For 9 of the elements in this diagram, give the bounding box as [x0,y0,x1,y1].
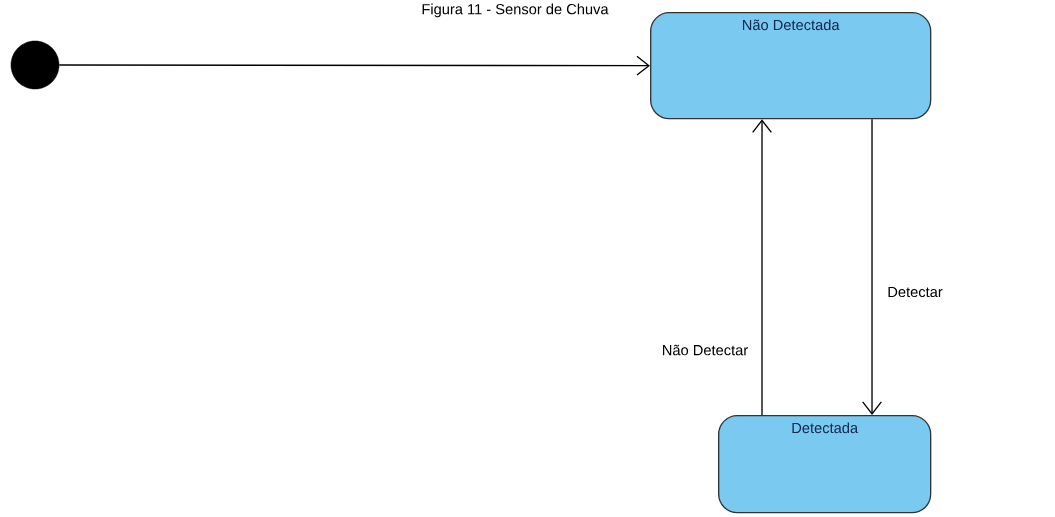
edge-label: Detectar [885,285,945,299]
transition-arrow [752,119,772,416]
edge-label: Não Detectar [660,343,750,357]
transition-arrow [58,55,650,76]
state-box: Não Detectada [650,12,932,120]
initial-state-dot [10,40,60,90]
transition-arrow [862,118,882,415]
figure-title: Figura 11 - Sensor de Chuva [422,3,609,18]
state-box: Detectada [718,415,932,514]
